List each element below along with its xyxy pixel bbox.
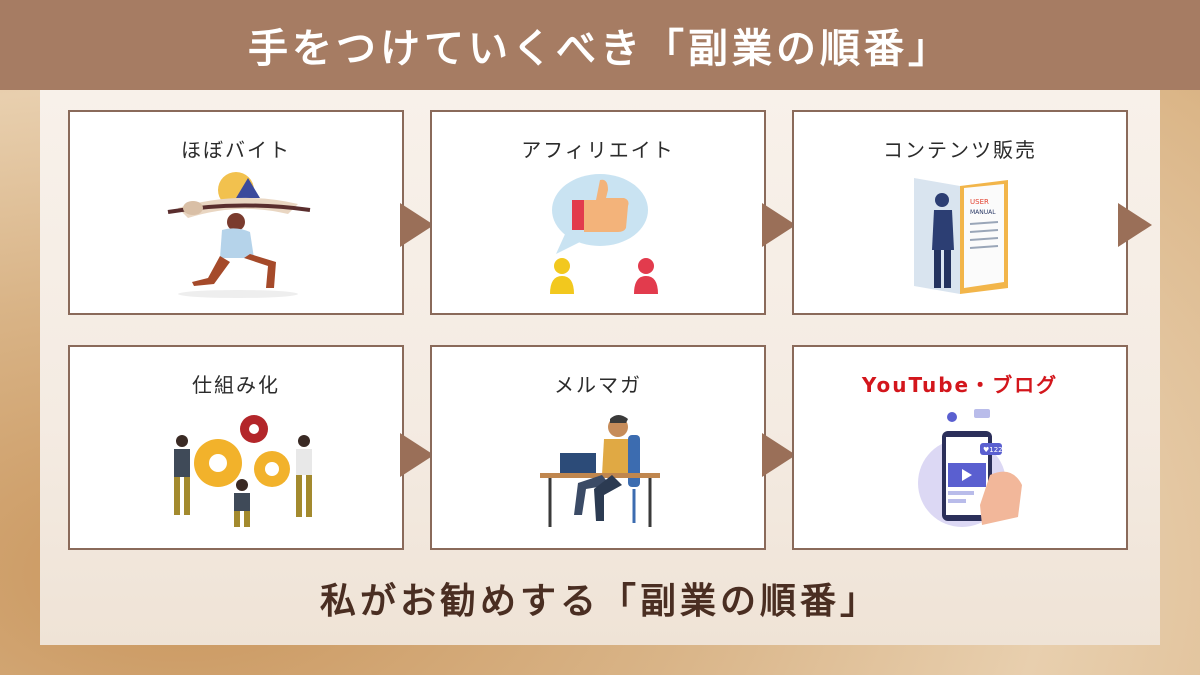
smartphone-video-icon: ♥122 [918, 409, 1022, 527]
page-title: 手をつけていくべき「副業の順番」 [248, 26, 952, 72]
step-label-3: コンテンツ販売 [883, 138, 1037, 162]
svg-text:USER: USER [970, 198, 989, 206]
arrow-right-icon [1118, 203, 1152, 247]
title-bar: 手をつけていくべき「副業の順番」 [0, 0, 1200, 90]
gears-teamwork-icon [174, 415, 312, 527]
step-card-6: YouTube・ブログ ♥122 [792, 345, 1128, 550]
svg-text:MANUAL: MANUAL [970, 209, 996, 216]
step-label-4: 仕組み化 [192, 373, 280, 397]
step-label-6: YouTube・ブログ [861, 373, 1059, 397]
step-label-1: ほぼバイト [181, 138, 291, 162]
step-card-2: アフィリエイト [430, 110, 766, 315]
arrow-right-icon [762, 203, 796, 247]
step-card-1: ほぼバイト [68, 110, 404, 315]
thumbs-up-icon [550, 174, 658, 294]
laptop-worker-icon [540, 415, 660, 527]
step-label-5: メルマガ [554, 373, 642, 397]
arrow-right-icon [400, 203, 434, 247]
step-card-5: メルマガ [430, 345, 766, 550]
strong-person-icon [167, 172, 311, 298]
step-label-2: アフィリエイト [521, 138, 675, 162]
bottom-caption: 私がお勧めする「副業の順番」 [319, 581, 880, 622]
svg-text:♥122: ♥122 [983, 446, 1003, 454]
user-manual-icon: USER MANUAL [914, 178, 1008, 294]
arrow-right-icon [762, 433, 796, 477]
step-card-3: コンテンツ販売 USER MANUAL [792, 110, 1128, 315]
step-card-4: 仕組み化 [68, 345, 404, 550]
arrow-right-icon [400, 433, 434, 477]
